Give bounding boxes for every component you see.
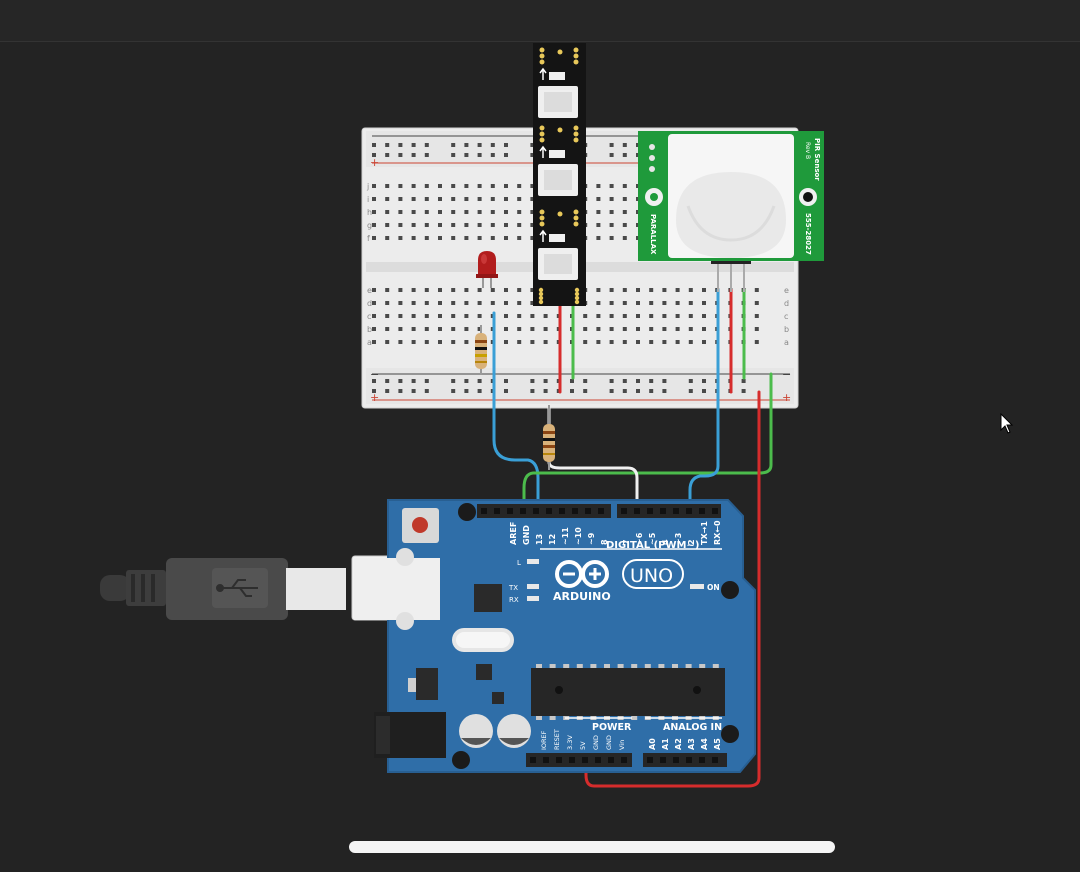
row-label: i bbox=[367, 195, 369, 204]
row-label: d bbox=[784, 299, 789, 308]
power-pin-label: Vin bbox=[618, 740, 626, 750]
uno-model: UNO bbox=[630, 565, 673, 587]
digital-pin-label: TX→1 bbox=[700, 521, 709, 545]
analog-pin-label: A3 bbox=[687, 738, 696, 750]
home-indicator bbox=[349, 841, 835, 853]
row-label: a bbox=[784, 338, 789, 347]
row-label: c bbox=[367, 312, 371, 321]
digital-pin-label: 13 bbox=[535, 534, 544, 545]
neopixel-strip[interactable] bbox=[533, 43, 586, 306]
digital-header-right[interactable] bbox=[617, 504, 721, 518]
analog-pin-label: A2 bbox=[674, 738, 683, 750]
wire-red-5v bbox=[584, 390, 761, 788]
analog-pin-labels: A0 A1 A2 A3 A4 A5 bbox=[648, 738, 722, 750]
power-pin-label: GND bbox=[605, 735, 613, 750]
led-rx bbox=[527, 596, 539, 601]
rail-plus-top: + bbox=[370, 156, 379, 169]
led-tx bbox=[527, 584, 539, 589]
digital-pin-label: ~10 bbox=[574, 527, 583, 545]
row-label: a bbox=[367, 338, 372, 347]
digital-pin-label: 12 bbox=[548, 534, 557, 545]
digital-pin-label: ~5 bbox=[648, 532, 657, 545]
power-pin-labels: IOREF RESET 3.3V 5V GND GND Vin bbox=[540, 729, 626, 750]
power-pin-label: GND bbox=[592, 735, 600, 750]
digital-pin-label: 8 bbox=[600, 539, 609, 545]
digital-pin-label: ~9 bbox=[587, 532, 596, 545]
analog-pin-label: A1 bbox=[661, 738, 670, 750]
pir-rev: Rev B bbox=[804, 142, 811, 159]
row-label: j bbox=[366, 182, 369, 191]
power-header[interactable] bbox=[526, 753, 632, 767]
digital-pin-label: ~11 bbox=[561, 527, 570, 545]
power-pin-label: IOREF bbox=[540, 730, 548, 750]
power-pin-label: RESET bbox=[553, 729, 561, 750]
digital-pin-label: RX←0 bbox=[713, 520, 722, 545]
digital-pin-label: AREF bbox=[509, 522, 518, 545]
arduino-uno-board[interactable]: AREF GND 13 12 ~11 ~10 ~9 8 7 ~6 ~5 4 ~3 2 TX→1 RX←0 IO… bbox=[354, 499, 756, 773]
digital-pin-label: ~6 bbox=[635, 532, 644, 545]
top-toolbar bbox=[0, 0, 1080, 42]
analog-pin-label: A5 bbox=[713, 738, 722, 750]
row-label: e bbox=[784, 286, 789, 295]
led-on bbox=[690, 584, 704, 589]
power-pin-label: 5V bbox=[579, 741, 587, 750]
analog-pin-label: A0 bbox=[648, 738, 657, 750]
digital-pin-label: 4 bbox=[661, 539, 670, 545]
reset-button[interactable] bbox=[402, 508, 439, 543]
digital-pin-label: 7 bbox=[622, 539, 631, 545]
power-pin-label: 3.3V bbox=[566, 735, 574, 750]
atmega-chip bbox=[531, 668, 725, 716]
wire-white-data bbox=[547, 406, 639, 512]
usb-icon bbox=[216, 579, 258, 597]
led-on-label: ON bbox=[707, 583, 720, 592]
uno-badge bbox=[622, 559, 684, 589]
row-label: b bbox=[784, 325, 789, 334]
pir-brand: PARALLAX bbox=[649, 214, 657, 255]
red-led[interactable] bbox=[476, 251, 498, 288]
led-rx-label: RX bbox=[509, 596, 519, 604]
usb-b-jack bbox=[354, 558, 440, 620]
digital-pwm-label: DIGITAL (PWM~) bbox=[606, 540, 699, 551]
wires[interactable] bbox=[492, 288, 773, 788]
pir-title: PIR Sensor bbox=[813, 138, 821, 181]
digital-pin-label: 2 bbox=[687, 539, 696, 545]
mouse-cursor-icon bbox=[1000, 413, 1014, 434]
led-tx-label: TX bbox=[508, 584, 518, 592]
analog-header[interactable] bbox=[643, 753, 727, 767]
row-label: g bbox=[367, 221, 372, 230]
row-label: h bbox=[367, 208, 372, 217]
rail-minus-bottom-right: − bbox=[782, 368, 791, 381]
digital-pin-labels: AREF GND 13 12 ~11 ~10 ~9 8 7 ~6 ~5 4 ~3 2 TX→1 RX←0 bbox=[509, 520, 722, 545]
digital-pin-label: ~3 bbox=[674, 533, 683, 545]
arduino-logo-icon bbox=[555, 560, 609, 588]
wire-blue-pir bbox=[688, 288, 720, 512]
row-label: f bbox=[367, 234, 370, 243]
resistor-data[interactable] bbox=[543, 405, 555, 470]
led-l bbox=[527, 559, 539, 564]
wire-blue-led bbox=[492, 311, 540, 512]
pir-sensor[interactable]: PARALLAX PIR Sensor Rev B 555-28027 bbox=[638, 131, 824, 292]
power-label: POWER bbox=[592, 722, 632, 733]
arduino-brand: ARDUINO bbox=[553, 590, 611, 603]
analog-in-label: ANALOG IN bbox=[663, 722, 722, 733]
analog-pin-label: A4 bbox=[700, 738, 709, 750]
digital-header-left[interactable] bbox=[477, 504, 611, 518]
rail-plus-bottom: + bbox=[370, 391, 379, 404]
resistor-led[interactable] bbox=[475, 325, 487, 375]
digital-pin-label: GND bbox=[522, 525, 531, 545]
row-label: c bbox=[784, 312, 788, 321]
pir-part: 555-28027 bbox=[804, 213, 812, 255]
row-label: b bbox=[367, 325, 372, 334]
rail-plus-bottom-right: + bbox=[782, 391, 791, 404]
wire-green-gnd bbox=[522, 372, 773, 512]
rail-minus-bottom: − bbox=[370, 368, 379, 381]
row-label: d bbox=[367, 299, 372, 308]
led-l-label: L bbox=[517, 559, 521, 567]
row-label: e bbox=[367, 286, 372, 295]
